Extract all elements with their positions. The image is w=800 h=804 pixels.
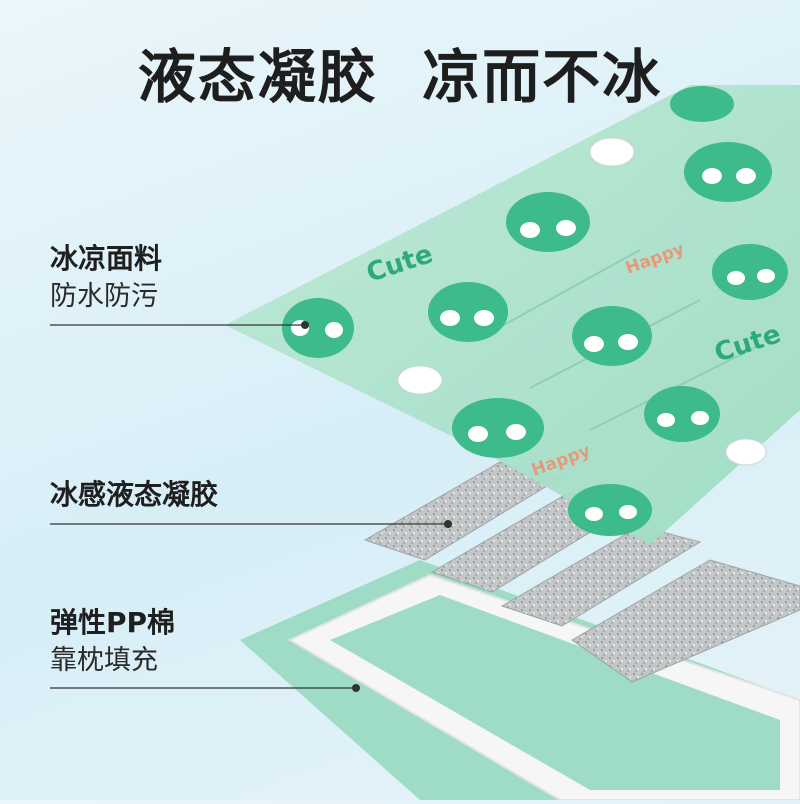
callout-fabric: 冰凉面料 防水防污	[50, 240, 162, 316]
pp-foam-layer	[287, 573, 800, 801]
callout-gel: 冰感液态凝胶	[50, 476, 218, 514]
callout-foam: 弹性PP棉 靠枕填充	[50, 604, 175, 680]
callout-foam-title: 弹性PP棉	[50, 606, 176, 639]
callout-lines	[50, 324, 448, 689]
callout-dots	[301, 321, 452, 692]
callout-gel-title: 冰感液态凝胶	[50, 478, 219, 511]
callout-foam-subtitle: 靠枕填充	[50, 645, 158, 676]
fabric-layer: Cute Cute Happy Happy	[225, 85, 800, 545]
callout-fabric-title: 冰凉面料	[50, 242, 163, 275]
bunny-print	[397, 137, 767, 466]
headline: 液态凝胶 凉而不冰	[137, 43, 663, 111]
callout-fabric-subtitle: 防水防污	[50, 281, 158, 312]
dino-eyes	[291, 168, 775, 521]
